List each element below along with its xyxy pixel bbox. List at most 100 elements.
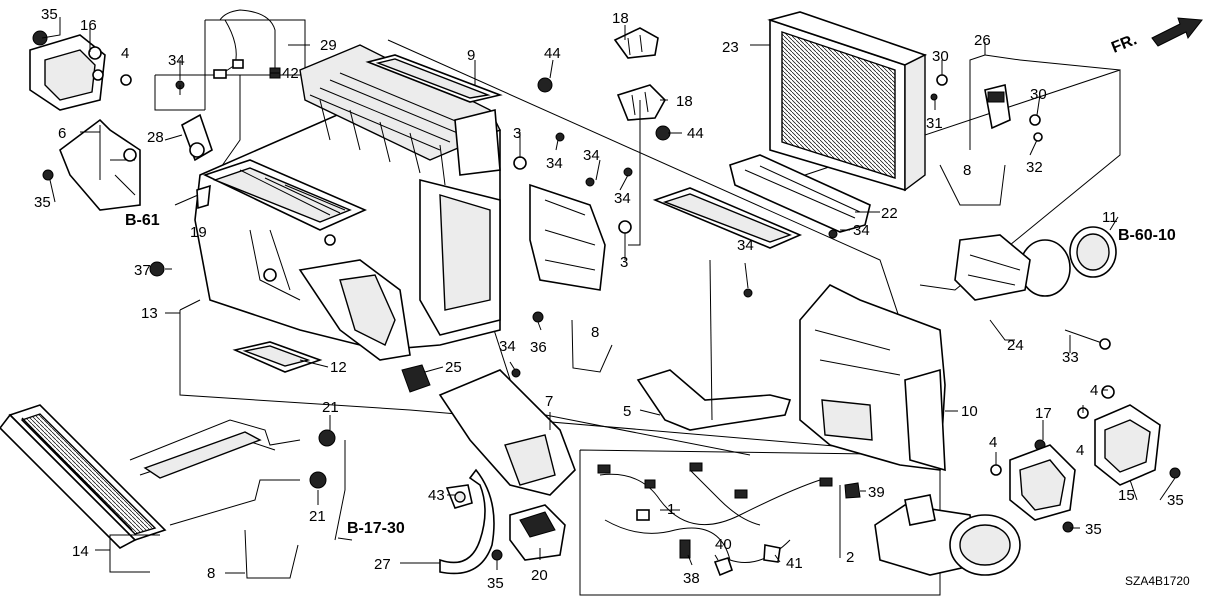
part-43 [445, 484, 473, 509]
label-18: 18 [676, 93, 693, 110]
label-35: 35 [1167, 492, 1184, 509]
clip-19 [196, 184, 211, 210]
sensor-28 [181, 113, 213, 162]
motor-15 [1094, 404, 1161, 486]
label-33: 33 [1062, 349, 1079, 366]
expansion-valve-26 [984, 84, 1011, 130]
label-34: 34 [546, 155, 563, 172]
duct-panel [529, 183, 606, 291]
label-2: 2 [846, 549, 854, 566]
ref-b-17-30: B-17-30 [347, 520, 405, 537]
direction-label: FR. [1109, 31, 1139, 56]
label-15: 15 [1118, 487, 1135, 504]
ref-b-60-10: B-60-10 [1118, 227, 1176, 244]
unit-20 [509, 504, 566, 561]
label-4: 4 [121, 45, 129, 62]
label-7: 7 [545, 393, 553, 410]
mode-motor-16 [29, 30, 106, 111]
grommet-25 [401, 364, 431, 393]
label-8: 8 [963, 162, 971, 179]
bracket-6 [42, 118, 141, 211]
label-30: 30 [932, 48, 949, 65]
label-21: 21 [322, 399, 339, 416]
label-10: 10 [961, 403, 978, 420]
label-18: 18 [612, 10, 629, 27]
label-29: 29 [320, 37, 337, 54]
label-4: 4 [1090, 382, 1098, 399]
label-43: 43 [428, 487, 445, 504]
label-8: 8 [591, 324, 599, 341]
label-3: 3 [620, 254, 628, 271]
label-1: 1 [667, 501, 675, 518]
blower-housing-10 [799, 284, 946, 472]
label-9: 9 [467, 47, 475, 64]
ref-b-61: B-61 [125, 212, 160, 229]
label-34: 34 [737, 237, 754, 254]
label-37: 37 [134, 262, 151, 279]
label-34: 34 [583, 147, 600, 164]
label-20: 20 [531, 567, 548, 584]
stay-5 [636, 259, 792, 431]
label-28: 28 [147, 129, 164, 146]
label-6: 6 [58, 125, 66, 142]
label-35: 35 [41, 6, 58, 23]
label-44: 44 [544, 45, 561, 62]
label-21: 21 [309, 508, 326, 525]
evaporator-23 [767, 11, 928, 192]
filter-tray [652, 187, 803, 249]
label-24: 24 [1007, 337, 1024, 354]
screw-33 [1064, 329, 1111, 350]
blower-unit-2 [874, 494, 1021, 576]
motor-17 [1009, 444, 1076, 521]
clamp-21 [309, 429, 336, 489]
clamp-18a [613, 27, 659, 59]
label-35: 35 [487, 575, 504, 592]
clamp-18b [616, 84, 666, 121]
label-5: 5 [623, 403, 631, 420]
label-42: 42 [282, 65, 299, 82]
case-22 [729, 154, 871, 233]
leader-lines [41, 17, 1176, 574]
label-11: 11 [1102, 209, 1118, 226]
reference-labels: B-61 B-60-10 B-17-30 FR. SZA4B1720 [125, 31, 1190, 588]
gasket-12 [232, 341, 323, 373]
diagram-code: SZA4B1720 [1125, 574, 1190, 588]
label-23: 23 [722, 39, 739, 56]
label-36: 36 [530, 339, 547, 356]
label-13: 13 [141, 305, 158, 322]
label-40: 40 [715, 536, 732, 553]
front-direction-arrow [1151, 17, 1203, 47]
label-19: 19 [190, 224, 207, 241]
label-4: 4 [989, 434, 997, 451]
pipe-8a [939, 164, 1006, 206]
label-12: 12 [330, 359, 347, 376]
heater-unit [194, 44, 501, 361]
label-34: 34 [853, 222, 870, 239]
label-3: 3 [513, 125, 521, 142]
label-27: 27 [374, 556, 391, 573]
label-32: 32 [1026, 159, 1043, 176]
label-22: 22 [881, 205, 898, 222]
label-38: 38 [683, 570, 700, 587]
label-44: 44 [687, 125, 704, 142]
blower-motor-11 [954, 226, 1117, 301]
pipe-8c [244, 529, 299, 579]
label-31: 31 [926, 115, 943, 132]
label-30: 30 [1030, 86, 1047, 103]
label-17: 17 [1035, 405, 1052, 422]
seal-9 [365, 54, 503, 103]
duct-7 [438, 369, 576, 496]
label-25: 25 [445, 359, 462, 376]
label-35: 35 [1085, 521, 1102, 538]
label-26: 26 [974, 32, 991, 49]
label-34: 34 [168, 52, 185, 69]
harness-1 [597, 462, 861, 577]
label-16: 16 [80, 17, 97, 34]
hose-27 [439, 468, 495, 575]
pipe-8b [571, 319, 613, 373]
label-34: 34 [614, 190, 631, 207]
label-4: 4 [1076, 442, 1084, 459]
label-14: 14 [72, 543, 89, 560]
label-41: 41 [786, 555, 803, 572]
